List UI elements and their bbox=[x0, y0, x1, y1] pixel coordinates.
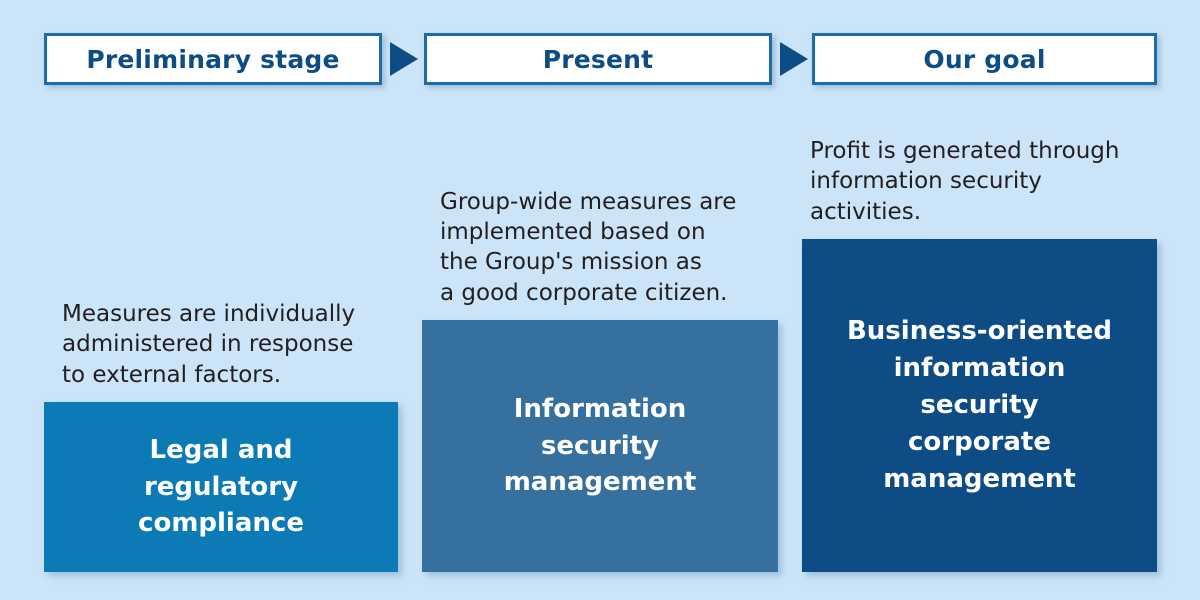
column-present: Group-wide measures are implemented base… bbox=[422, 187, 778, 572]
column-caption: Profit is generated through information … bbox=[810, 137, 1120, 225]
level-box-information-security-management[interactable]: Information security management bbox=[422, 320, 778, 572]
right-arrow-icon bbox=[780, 42, 808, 76]
stage-banner-label: Our goal bbox=[923, 44, 1046, 74]
stage-banner-label: Present bbox=[542, 44, 654, 74]
stage-banner-label: Preliminary stage bbox=[86, 44, 340, 74]
column-caption: Measures are individually administered i… bbox=[62, 300, 356, 388]
column-preliminary-stage: Measures are individually administered i… bbox=[44, 299, 398, 572]
column-our-goal: Profit is generated through information … bbox=[802, 136, 1157, 572]
stage-header-row: Preliminary stage Present Our goal bbox=[0, 0, 1200, 120]
column-caption: Group-wide measures are implemented base… bbox=[440, 188, 737, 306]
stage-banner-preliminary[interactable]: Preliminary stage bbox=[44, 33, 382, 85]
right-arrow-icon bbox=[390, 42, 418, 76]
level-box-legal-regulatory-compliance[interactable]: Legal and regulatory compliance bbox=[44, 402, 398, 572]
level-box-business-oriented-information-security-corporate-management[interactable]: Business-oriented information security c… bbox=[802, 239, 1157, 572]
stage-banner-present[interactable]: Present bbox=[424, 33, 772, 85]
stage-banner-our-goal[interactable]: Our goal bbox=[812, 33, 1157, 85]
